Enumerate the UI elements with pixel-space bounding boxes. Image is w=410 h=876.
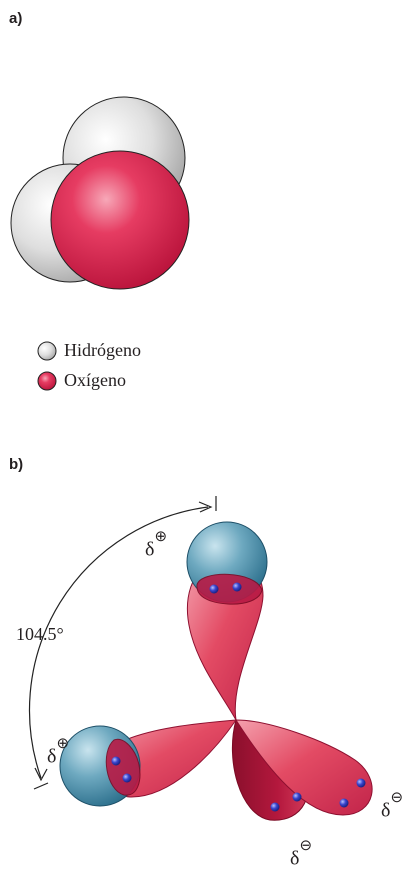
electron	[209, 584, 219, 594]
charge-label-bottom-lone-pair: δ⊖	[290, 839, 312, 870]
charge-label-top-hydrogen: δ⊕	[145, 530, 167, 561]
legend-swatch-hydrogen	[37, 341, 57, 361]
electron	[292, 792, 302, 802]
delta-symbol: δ	[290, 847, 300, 870]
bond-angle-label: 104.5°	[16, 624, 64, 644]
overlap-region-left	[105, 738, 141, 796]
charge-sign: ⊕	[56, 736, 70, 752]
space-filling-model	[10, 96, 190, 290]
electron	[122, 773, 132, 783]
oxygen-atom	[50, 150, 190, 290]
orbital-model	[59, 521, 373, 821]
delta-symbol: δ	[381, 799, 391, 822]
charge-label-right-lone-pair: δ⊖	[381, 791, 403, 822]
electron	[339, 798, 349, 808]
charge-label-left-hydrogen: δ⊕	[47, 737, 69, 768]
charge-sign: ⊕	[154, 529, 168, 545]
delta-symbol: δ	[145, 538, 155, 561]
legend-swatch-oxygen	[37, 371, 57, 391]
angle-arc	[28, 496, 217, 790]
electron	[356, 778, 366, 788]
delta-symbol: δ	[47, 745, 57, 768]
electron	[111, 756, 121, 766]
lone-pair-lobe-right	[235, 719, 373, 816]
overlap-region-top	[196, 573, 263, 605]
electron	[232, 582, 242, 592]
panel-a-label: a)	[9, 10, 23, 27]
legend-label-oxygen: Oxígeno	[64, 370, 126, 390]
charge-sign: ⊖	[299, 838, 313, 854]
panel-b-label: b)	[9, 456, 24, 473]
legend-label-hydrogen: Hidrógeno	[64, 340, 141, 360]
electron	[270, 802, 280, 812]
charge-sign: ⊖	[390, 790, 404, 806]
